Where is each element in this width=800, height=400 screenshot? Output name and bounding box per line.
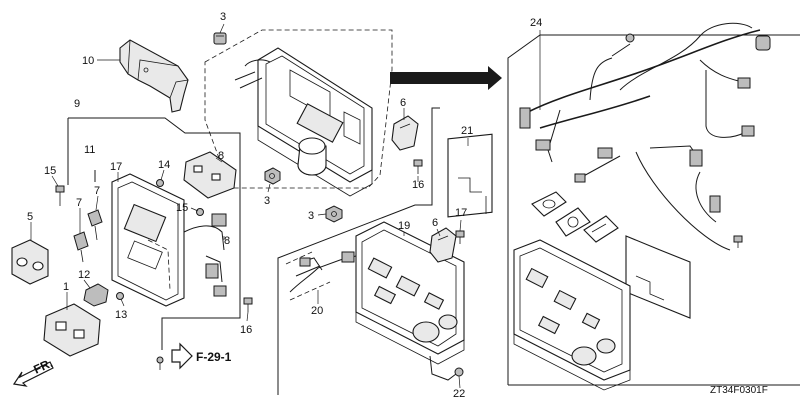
callout-14: 13 <box>115 309 127 321</box>
harness-arrow <box>390 66 502 90</box>
callout-17-lower: 17 <box>455 207 467 219</box>
frame-main-assembly <box>68 117 241 350</box>
part-22-sheet[interactable] <box>447 133 493 218</box>
callout-24: 24 <box>530 17 542 29</box>
callout-15-upper: 14 <box>158 159 170 171</box>
frame-panel-assembly <box>67 118 96 185</box>
part-3-nut-lower[interactable] <box>325 205 343 223</box>
callout-7-upper: 7 <box>94 185 100 197</box>
front-direction-label: FR. <box>31 356 54 377</box>
callout-16-right: 16 <box>240 324 252 336</box>
callout-10: 9 <box>74 98 80 110</box>
ref-arrow-icon <box>171 342 193 370</box>
inverter-capacitor <box>297 137 327 176</box>
frame-harness-kit <box>507 34 800 386</box>
part-24-sheet <box>625 235 691 319</box>
inverter-housing <box>234 47 373 197</box>
part-12-cover[interactable] <box>119 39 189 113</box>
callout-17-upper: 16 <box>412 179 424 191</box>
part-16-bolt-left[interactable] <box>55 185 65 206</box>
part-17-bolt-lower[interactable] <box>455 230 465 244</box>
part-4-clip[interactable] <box>213 32 227 45</box>
callout-11: 11 <box>84 144 95 156</box>
part-19-control-panel[interactable] <box>111 173 185 307</box>
part-5-switch[interactable] <box>11 239 49 285</box>
front-arrow-icon <box>12 361 54 387</box>
part-3-nut-upper[interactable] <box>264 167 281 185</box>
part-6-rectifier-upper[interactable] <box>391 115 419 151</box>
frame-inverter-board <box>277 107 440 395</box>
reference-label: F-29-1 <box>196 350 232 364</box>
part-24-wire-harness[interactable] <box>519 22 771 251</box>
part-24-bolt <box>733 235 743 248</box>
callout-3-upper: 3 <box>264 195 270 207</box>
callout-23: 22 <box>453 388 465 400</box>
callout-21: 20 <box>311 305 323 317</box>
callout-3-lower: 3 <box>308 210 314 222</box>
callout-8: 8 <box>224 235 230 247</box>
part-8-harness[interactable] <box>183 213 227 297</box>
callout-16-left: 15 <box>44 165 56 177</box>
callout-19: 17 <box>110 161 122 173</box>
callout-20: 19 <box>398 220 410 232</box>
callout-5: 5 <box>27 211 33 223</box>
part-16-bolt-right[interactable] <box>243 297 253 312</box>
callout-labels: 10 3 6 3 3 16 17 21 24 19 6 20 22 9 11 1… <box>27 11 768 400</box>
ref-screw <box>156 356 164 370</box>
part-13-breaker[interactable] <box>83 283 109 307</box>
callout-12: 10 <box>82 55 94 67</box>
part-21-sub-harness[interactable] <box>285 251 357 301</box>
leader-lines <box>30 23 541 389</box>
callout-4: 3 <box>220 11 226 23</box>
part-9-outlet[interactable] <box>183 151 237 199</box>
diagram-code: ZT34F0301F <box>710 385 768 396</box>
part-14-screw[interactable] <box>116 292 124 300</box>
callout-9: 8 <box>218 150 224 162</box>
part-15-screw-upper[interactable] <box>156 179 164 187</box>
callout-6-lower: 6 <box>432 217 438 229</box>
part-17-bolt-upper[interactable] <box>413 159 423 174</box>
callout-13: 12 <box>78 269 90 281</box>
part-15-screw-lower[interactable] <box>196 208 204 216</box>
callout-22: 21 <box>461 125 473 137</box>
callout-15-lower: 15 <box>176 202 188 214</box>
callout-6-upper: 6 <box>400 97 406 109</box>
part-6-rectifier-lower[interactable] <box>429 227 457 263</box>
part-24-gaskets <box>531 191 619 243</box>
part-7-terminal-upper[interactable] <box>87 209 103 241</box>
part-1-outlet-panel[interactable] <box>43 303 101 357</box>
callout-1: 1 <box>63 281 69 293</box>
frame-inverter-unit <box>204 29 393 189</box>
callout-7-lower: 7 <box>76 197 82 209</box>
part-24-board <box>513 239 631 391</box>
part-7-terminal-lower[interactable] <box>73 231 89 263</box>
